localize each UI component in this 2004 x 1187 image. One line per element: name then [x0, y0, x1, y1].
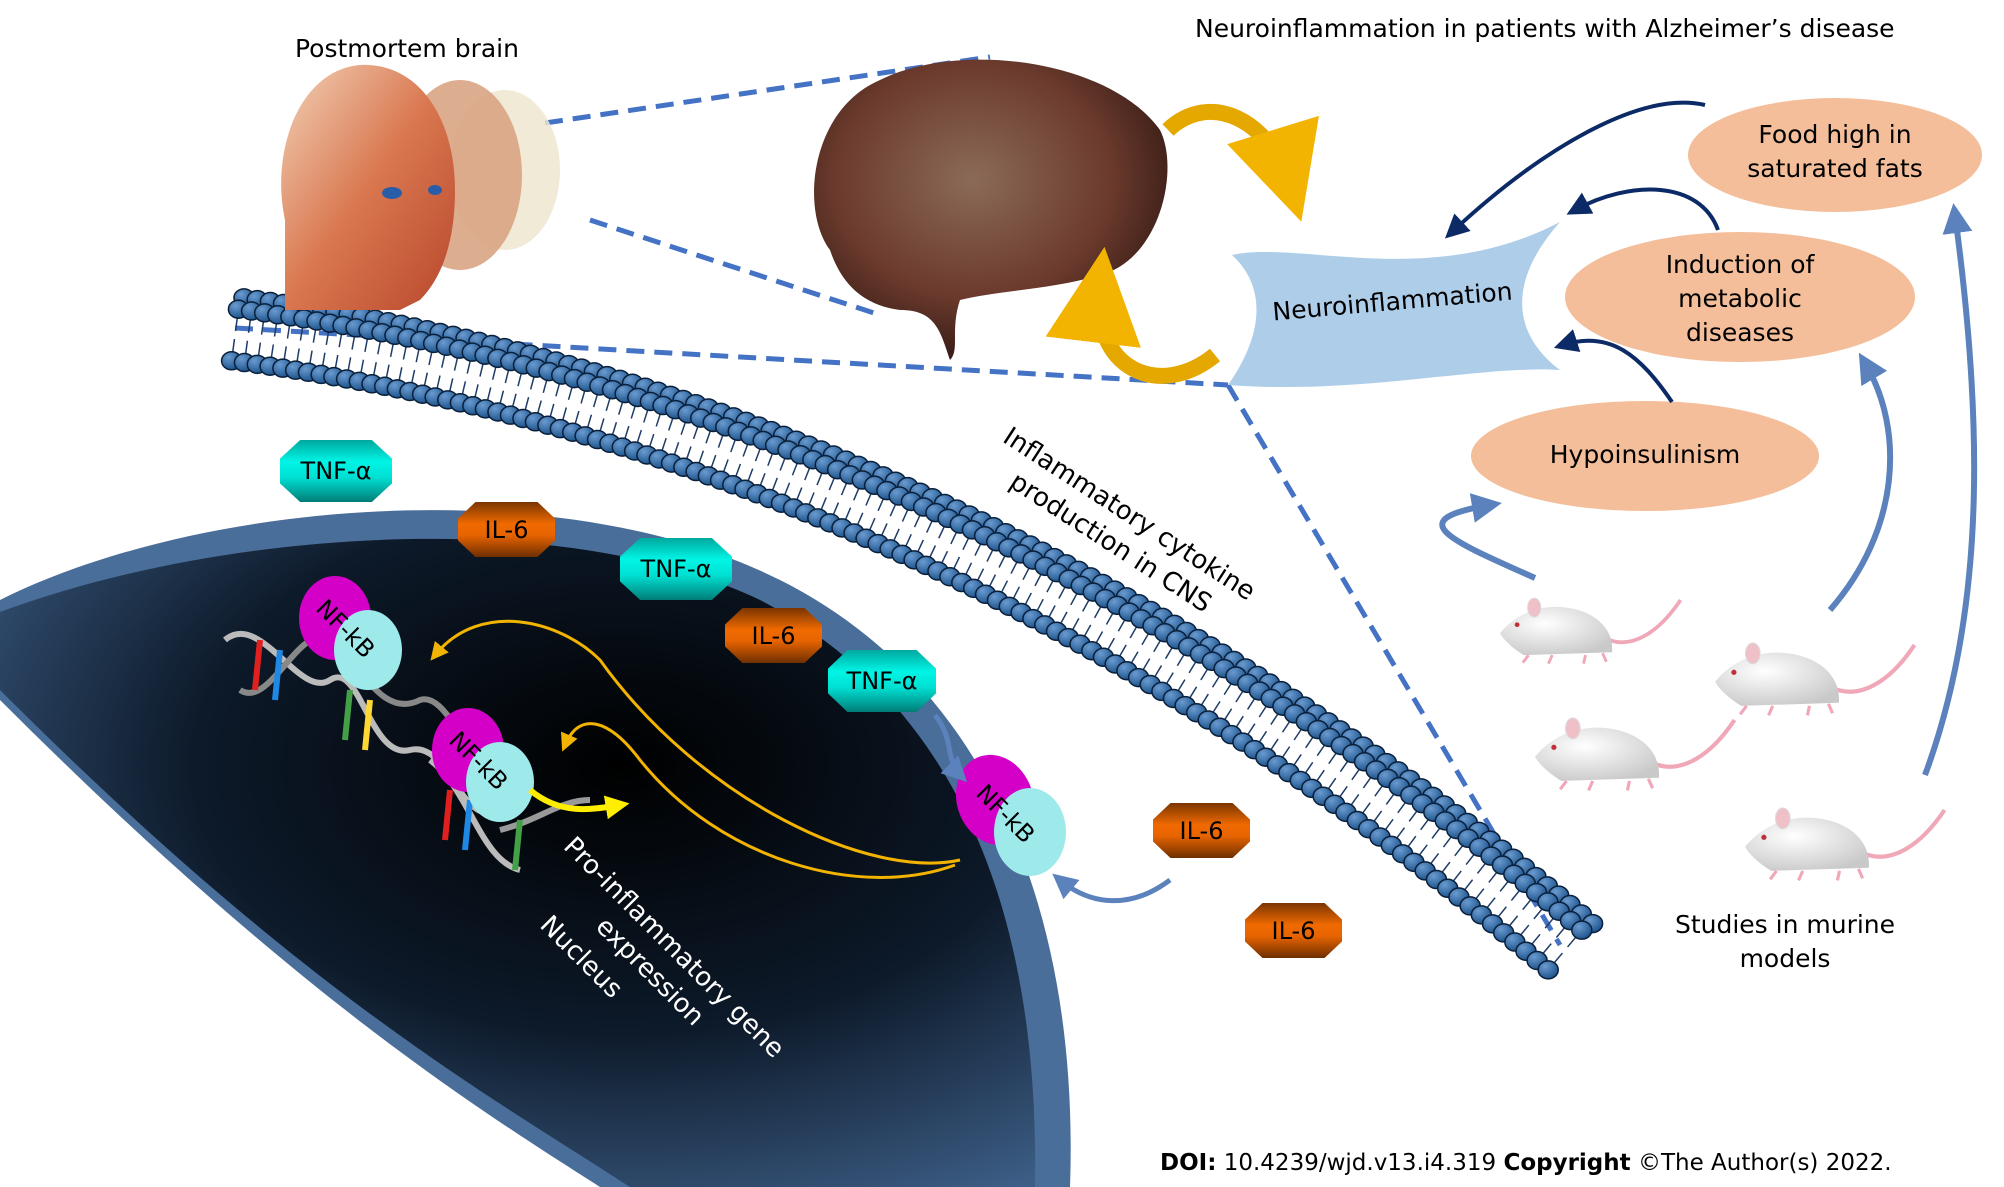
tnf-alpha-badge: TNF-α [620, 538, 732, 600]
il6-badge: IL-6 [1153, 803, 1250, 858]
copyright-label: Copyright [1503, 1150, 1631, 1176]
metabolic-to-neuroinflammation-arrow [1566, 187, 1720, 231]
neuroinflammation-shape [1228, 222, 1560, 388]
il6-label: IL-6 [484, 515, 529, 544]
il6-badge: IL-6 [458, 502, 555, 557]
doi-value: 10.4239/wjd.v13.i4.319 [1223, 1150, 1497, 1176]
translocation-arrow-2 [560, 722, 956, 879]
mice-to-food-arrow [1922, 203, 1978, 777]
tnf-alpha-label: TNF-α [640, 555, 712, 583]
mice-group [1500, 597, 1947, 881]
il6-badge: IL-6 [1245, 903, 1342, 958]
nucleus [0, 510, 1071, 1187]
food-to-neuroinflammation-arrow [1444, 100, 1706, 239]
il6-to-nfkb-arrow [1052, 873, 1172, 904]
cause-label-food: Food high in saturated fats [1747, 120, 1923, 183]
postmortem-brain-label: Postmortem brain [295, 34, 519, 63]
translocation-arrow-1 [430, 619, 961, 865]
cause-label-hypoinsulinism: Hypoinsulinism [1549, 440, 1741, 469]
copyright-value: ©The Author(s) 2022. [1637, 1150, 1892, 1176]
mouse-icon [1715, 642, 1917, 716]
doi-label: DOI: [1160, 1150, 1217, 1176]
doi-footer: DOI: 10.4239/wjd.v13.i4.319 Copyright ©T… [1160, 1150, 1892, 1176]
il6-label: IL-6 [751, 621, 796, 650]
cause-ellipse-hypoinsulinism [1471, 401, 1819, 511]
mouse-icon [1535, 717, 1737, 791]
mouse-icon [1745, 807, 1947, 881]
figure-title: Neuroinflammation in patients with Alzhe… [1195, 14, 1895, 43]
nfkb-complex-dna-1 [299, 576, 402, 690]
cycle-arrow-top [1162, 104, 1319, 222]
cause-label-metabolic: Induction of metabolic diseases [1665, 250, 1815, 347]
tnf-alpha-label: TNF-α [846, 667, 918, 695]
mice-to-hypoinsulinism-arrow [1439, 493, 1537, 581]
murine-models-label: Studies in murine models [1674, 910, 1896, 973]
cause-ellipse-food [1688, 98, 1982, 212]
lipid-head [1571, 920, 1593, 940]
brain-illustration [814, 59, 1168, 360]
lipid-head [1537, 960, 1559, 980]
il6-badge: IL-6 [725, 608, 822, 663]
tnf-to-nfkb-arrow [933, 713, 968, 783]
il6-label: IL-6 [1271, 916, 1316, 945]
gene-expression-arrow [528, 787, 630, 820]
mice-to-metabolic-arrow [1827, 352, 1894, 612]
tnf-alpha-badge: TNF-α [828, 650, 936, 712]
nfkb-complex-cytoplasm [955, 754, 1066, 876]
tnf-alpha-badge: TNF-α [280, 440, 392, 502]
tnf-alpha-label: TNF-α [300, 457, 372, 485]
postmortem-head-illustration [281, 64, 560, 310]
cell-membrane [220, 288, 1604, 980]
cause-ellipse-metabolic [1565, 232, 1915, 362]
cycle-arrow-bottom [1045, 246, 1221, 384]
nfkb-complex-dna-2 [432, 708, 534, 822]
mouse-icon [1500, 597, 1683, 665]
il6-label: IL-6 [1179, 816, 1224, 845]
hypoinsulinism-to-neuroinflammation-arrow [1553, 329, 1674, 404]
